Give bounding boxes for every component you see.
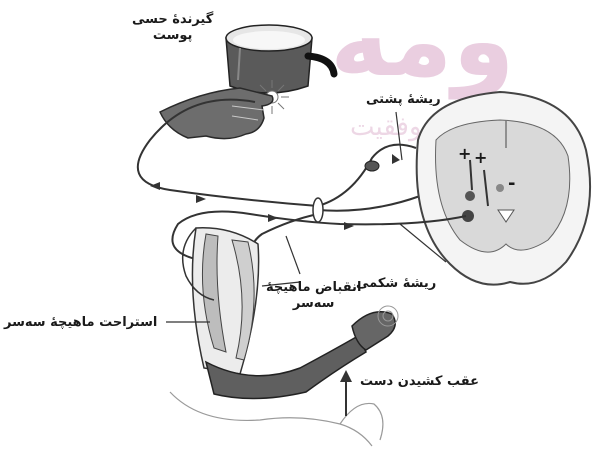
muscle-contraction-label: انقباض ماهیچهٔ سه‌سر	[266, 280, 361, 312]
ventral-root-label: ریشهٔ شکمی	[356, 276, 436, 292]
dorsal-root-pointer	[396, 112, 402, 160]
withdrawn-arm-outline	[170, 392, 383, 446]
skin-receptor-line2: پوست	[132, 28, 213, 44]
withdrawal-arrow	[340, 370, 352, 416]
minus-sign: -	[508, 176, 515, 192]
spinal-cord-section	[417, 92, 590, 285]
plus-sign-left: +	[458, 146, 471, 162]
dorsal-root-ganglion	[365, 161, 379, 171]
plus-sign-right: +	[474, 150, 487, 166]
skin-receptor-line1: گیرندهٔ حسی	[132, 12, 213, 28]
skin-receptor-label: گیرندهٔ حسی پوست	[132, 12, 213, 44]
muscle-contraction-line2: سه‌سر	[266, 296, 361, 312]
dorsal-root-label: ریشهٔ پشتی	[366, 92, 441, 108]
hand-withdrawal-label: عقب کشیدن دست	[360, 374, 479, 390]
muscle-contraction-line1: انقباض ماهیچهٔ	[266, 280, 361, 296]
contraction-pointer-2	[286, 236, 300, 274]
nerve-bundle	[313, 198, 323, 222]
arm	[183, 228, 396, 399]
muscle-relaxation-label: استراحت ماهیچهٔ سه‌سر	[4, 315, 157, 331]
upper-hand	[160, 88, 273, 139]
hot-pot-icon	[226, 25, 334, 93]
